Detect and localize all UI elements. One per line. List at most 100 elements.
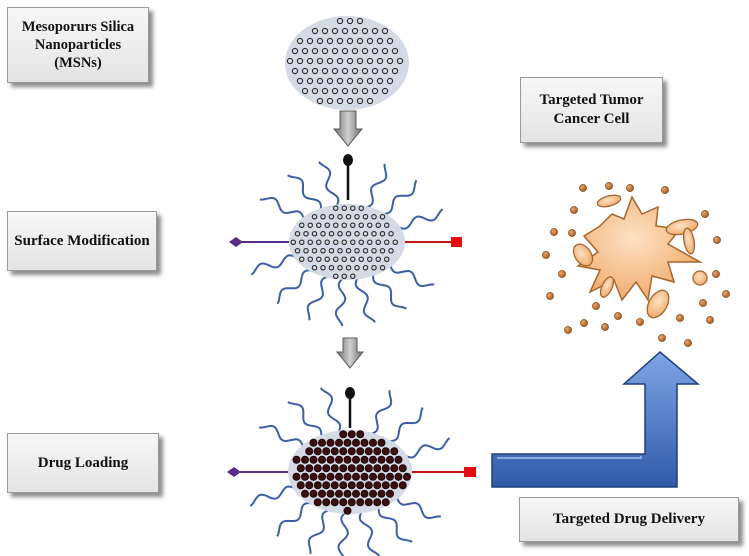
polymer-chain-icon bbox=[397, 208, 444, 230]
nanoparticle-dot-icon bbox=[546, 292, 554, 300]
drug-molecule-icon bbox=[381, 447, 390, 456]
drug-molecule-icon bbox=[377, 489, 386, 498]
pore-icon bbox=[362, 214, 369, 220]
pore-icon bbox=[296, 37, 304, 45]
pore-icon bbox=[326, 77, 334, 85]
drug-molecule-icon bbox=[326, 438, 335, 447]
pore-icon bbox=[296, 57, 304, 65]
polymer-chain-icon bbox=[334, 277, 347, 327]
drug-molecule-icon bbox=[364, 447, 373, 456]
pore-icon bbox=[376, 57, 384, 65]
drug-molecule-icon bbox=[398, 481, 407, 490]
drug-molecule-icon bbox=[330, 498, 339, 507]
drug-molecule-icon bbox=[368, 455, 377, 464]
pore-icon bbox=[371, 214, 377, 220]
pore-icon bbox=[331, 67, 339, 75]
pore-icon bbox=[361, 67, 369, 75]
drug-molecule-icon bbox=[317, 455, 326, 464]
pore-icon bbox=[383, 256, 390, 262]
drug-molecule-icon bbox=[377, 455, 386, 464]
pore-icon bbox=[316, 97, 324, 105]
pore-icon bbox=[379, 248, 386, 254]
drug-molecule-icon bbox=[364, 498, 373, 507]
drug-molecule-icon bbox=[339, 430, 348, 439]
pore-icon bbox=[361, 47, 369, 55]
drug-molecule-icon bbox=[322, 447, 331, 456]
pore-icon bbox=[366, 37, 374, 45]
drug-molecule-icon bbox=[351, 489, 360, 498]
pore-icon bbox=[321, 47, 329, 55]
nanoparticle-dot-icon bbox=[712, 270, 720, 278]
pore-icon bbox=[391, 47, 399, 55]
pore-icon bbox=[362, 248, 369, 254]
drug-molecule-icon bbox=[296, 464, 305, 473]
pore-icon bbox=[349, 239, 356, 246]
pore-icon bbox=[332, 256, 339, 262]
pore-icon bbox=[358, 205, 364, 212]
nanoparticle-dot-icon bbox=[676, 314, 684, 322]
pore-icon bbox=[351, 87, 359, 95]
drug-molecule-icon bbox=[334, 438, 343, 447]
drug-molecule-icon bbox=[330, 447, 339, 456]
pore-icon bbox=[311, 67, 319, 75]
polymer-chain-icon bbox=[319, 387, 342, 434]
pore-icon bbox=[337, 214, 343, 220]
polymer-chain-icon bbox=[377, 507, 413, 543]
targeted-drug-delivery-text: Targeted Drug Delivery bbox=[553, 511, 705, 528]
drug-molecule-icon bbox=[368, 438, 377, 447]
drug-molecule-icon bbox=[394, 472, 403, 481]
pore-icon bbox=[311, 264, 318, 271]
drug-molecule-icon bbox=[347, 498, 356, 507]
surface-modification-text: Surface Modification bbox=[14, 232, 150, 249]
pore-icon bbox=[303, 231, 309, 237]
pore-icon bbox=[316, 77, 324, 85]
pore-icon bbox=[311, 214, 318, 220]
drug-molecule-icon bbox=[334, 455, 343, 464]
drug-molecule-icon bbox=[356, 447, 365, 456]
pore-icon bbox=[307, 256, 313, 262]
pore-icon bbox=[303, 248, 309, 254]
pore-icon bbox=[376, 37, 384, 45]
target-cell-label: Targeted Tumor Cancer Cell bbox=[520, 77, 663, 143]
polymer-chain-icon bbox=[372, 273, 407, 310]
pore-icon bbox=[320, 264, 326, 271]
drug-molecule-icon bbox=[330, 481, 339, 490]
drug-molecule-icon bbox=[334, 472, 343, 481]
pore-icon bbox=[346, 37, 354, 45]
pore-icon bbox=[362, 231, 369, 237]
polymer-chain-icon bbox=[306, 275, 330, 321]
polymer-chain-icon bbox=[259, 197, 305, 220]
drug-molecule-icon bbox=[356, 481, 365, 490]
pore-icon bbox=[331, 47, 339, 55]
pore-icon bbox=[391, 67, 399, 75]
pore-icon bbox=[356, 77, 364, 85]
pore-icon bbox=[341, 205, 347, 212]
drug-molecule-icon bbox=[356, 498, 365, 507]
polymer-chain-icon bbox=[358, 510, 381, 556]
pore-icon bbox=[354, 214, 360, 220]
drug-molecule-icon bbox=[402, 472, 411, 481]
pore-icon bbox=[298, 239, 305, 246]
pore-icon bbox=[332, 273, 339, 279]
polymer-chain-icon bbox=[287, 174, 322, 211]
drug-molecule-icon bbox=[385, 455, 394, 464]
pore-icon bbox=[381, 27, 389, 35]
nanoparticle-dot-icon bbox=[605, 182, 613, 190]
pore-icon bbox=[296, 77, 304, 85]
pore-icon bbox=[311, 87, 319, 95]
pore-icon bbox=[301, 47, 309, 55]
pore-icon bbox=[345, 248, 352, 254]
polymer-chain-icon bbox=[369, 390, 393, 436]
tumor-cell-icon bbox=[542, 182, 730, 347]
pore-icon bbox=[320, 231, 326, 237]
pore-icon bbox=[345, 264, 352, 271]
pore-icon bbox=[371, 27, 379, 35]
pore-icon bbox=[351, 47, 359, 55]
drug-molecule-icon bbox=[373, 498, 382, 507]
pore-icon bbox=[354, 264, 360, 271]
pore-icon bbox=[341, 256, 347, 262]
nanoparticle-dot-icon bbox=[661, 186, 669, 194]
pore-icon bbox=[361, 87, 369, 95]
pore-icon bbox=[311, 27, 319, 35]
pore-icon bbox=[306, 77, 314, 85]
